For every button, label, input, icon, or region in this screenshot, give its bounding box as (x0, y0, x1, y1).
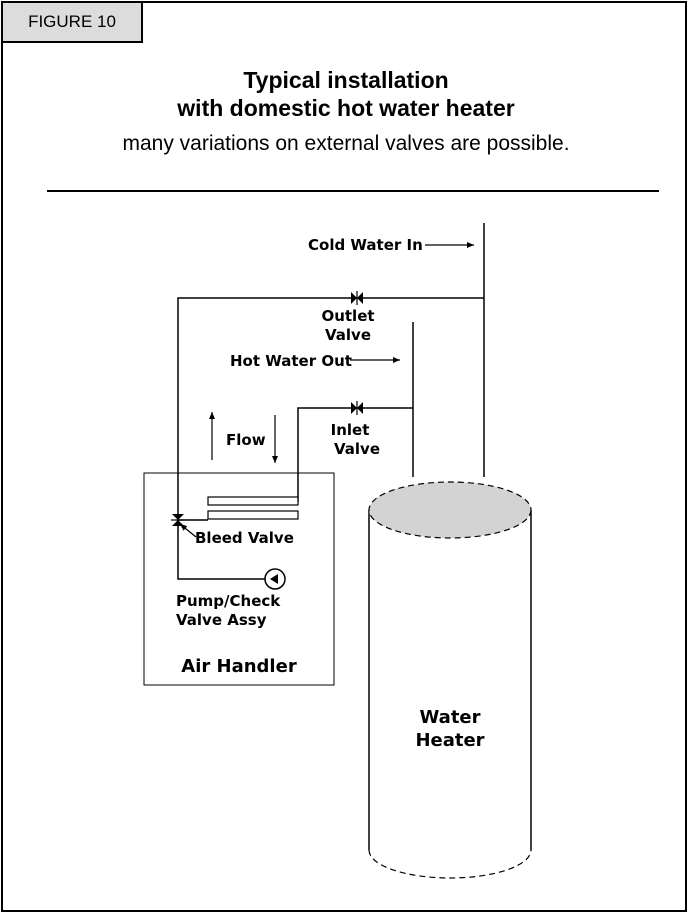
flow-label: Flow (226, 431, 266, 449)
inlet-loop-pipe (208, 407, 413, 502)
hot-water-out-label: Hot Water Out (230, 352, 352, 370)
coil-tube-upper (207, 496, 299, 506)
bleed-valve-icon (171, 514, 185, 526)
outlet-loop-pipe (177, 297, 484, 580)
air-handler-label: Air Handler (181, 656, 297, 677)
bleed-valve-label: Bleed Valve (195, 529, 294, 547)
air-handler-box (143, 472, 335, 686)
inlet-valve-label-line1: Inlet (331, 421, 370, 439)
bleed-valve-pointer (179, 523, 197, 538)
water-heater-tank (368, 481, 532, 879)
figure-title-line-1: Typical installation (243, 67, 449, 93)
outlet-valve-label-line2: Valve (325, 326, 371, 344)
pump-icon (264, 568, 286, 590)
pump-check-label-line1: Pump/Check (176, 592, 281, 610)
figure-subtitle: many variations on external valves are p… (122, 132, 570, 155)
figure-label: FIGURE 10 (3, 3, 143, 43)
inlet-valve-icon (351, 401, 363, 415)
outlet-valve-label-line1: Outlet (321, 307, 374, 325)
pump-check-label-line2: Valve Assy (176, 611, 267, 629)
title-divider (47, 190, 659, 192)
figure-title-line-2: with domestic hot water heater (177, 95, 515, 121)
water-heater-label-line1: Water (419, 707, 480, 728)
cold-water-in-label: Cold Water In (308, 236, 423, 254)
inlet-valve-label-line2: Valve (334, 440, 380, 458)
outlet-valve-icon (351, 291, 363, 305)
coil-tube-lower (207, 510, 299, 520)
water-heater-top (368, 481, 532, 539)
water-heater-label-line2: Heater (415, 730, 484, 751)
